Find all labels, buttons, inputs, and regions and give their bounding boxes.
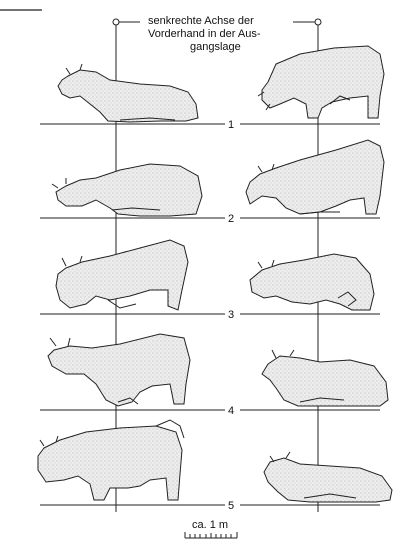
scale-bar xyxy=(185,532,237,538)
scale-label: ca. 1 m xyxy=(192,519,228,531)
caption-line-3: gangslage xyxy=(190,41,241,54)
axis-right-marker xyxy=(315,19,321,25)
stage-number-3: 3 xyxy=(228,309,234,321)
stage-number-2: 2 xyxy=(228,213,234,225)
cow-left-4 xyxy=(48,334,190,406)
cow-left-2 xyxy=(52,164,202,216)
cow-right-1 xyxy=(258,46,384,118)
stage-number-4: 4 xyxy=(228,405,234,417)
cow-right-2 xyxy=(246,140,384,214)
caption-line-2: Vorderhand in der Aus- xyxy=(148,28,261,41)
cow-left-3 xyxy=(56,240,188,310)
caption-line-1: senkrechte Achse der xyxy=(148,15,254,28)
cow-left-1 xyxy=(58,64,198,122)
cow-right-5 xyxy=(264,452,392,502)
stage-number-1: 1 xyxy=(228,119,234,131)
cow-right-4 xyxy=(262,350,388,406)
cow-right-3 xyxy=(250,254,374,310)
axis-left-marker xyxy=(113,19,119,25)
cow-left-5 xyxy=(38,420,184,500)
stage-number-5: 5 xyxy=(228,500,234,512)
